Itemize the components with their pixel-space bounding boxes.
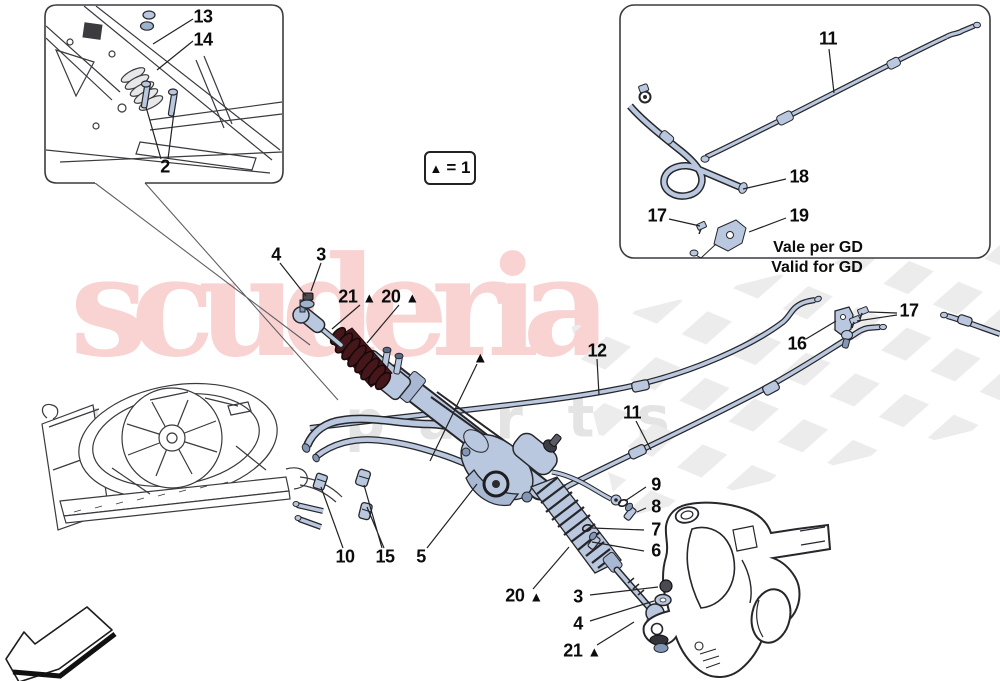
triangle-icon: ▲ xyxy=(587,643,601,660)
checkered-flag-watermark xyxy=(571,218,1000,519)
hydraulic-pipes xyxy=(309,295,1000,503)
callout-3-bottom: 3 xyxy=(573,586,583,607)
callout-21-bottom: 21▲ xyxy=(563,640,601,661)
callout-20-top: 20▲ xyxy=(381,286,419,307)
callout-11-inset: 11 xyxy=(818,28,838,49)
callout-14: 14 xyxy=(193,29,213,50)
note-vale-per-gd: Vale per GD xyxy=(773,239,863,256)
leader-lines xyxy=(145,18,898,646)
callout-19: 19 xyxy=(789,205,809,226)
legend-text: = 1 xyxy=(446,158,471,177)
triangle-icon: ▲ xyxy=(362,289,376,306)
callout-7: 7 xyxy=(651,519,661,540)
triangle-legend: ▲ = 1 xyxy=(424,151,476,185)
callout-10: 10 xyxy=(335,546,355,567)
triangle-marker: ▲ xyxy=(472,349,488,367)
direction-arrow xyxy=(5,606,117,681)
inset-funnel-lines xyxy=(94,182,339,401)
callout-17-main: 17 xyxy=(899,300,919,321)
inset-hydraulic-lines xyxy=(619,4,991,259)
callout-3-top: 3 xyxy=(316,244,326,265)
callout-18: 18 xyxy=(789,166,809,187)
radiator-fan-assembly xyxy=(41,382,343,531)
callout-4-bottom: 4 xyxy=(573,613,583,634)
callout-15: 15 xyxy=(375,546,395,567)
inset-chassis-detail xyxy=(44,4,284,184)
callout-8: 8 xyxy=(651,496,661,517)
callout-13: 13 xyxy=(193,6,213,27)
callout-17-inset: 17 xyxy=(647,205,667,226)
note-valid-for-gd: Valid for GD xyxy=(771,259,863,276)
triangle-icon: ▲ xyxy=(429,160,443,176)
triangle-icon: ▲ xyxy=(405,289,419,306)
callout-5: 5 xyxy=(416,546,426,567)
callout-4-top: 4 xyxy=(271,244,281,265)
callout-9: 9 xyxy=(651,474,661,495)
callout-6: 6 xyxy=(651,540,661,561)
callout-21-top: 21▲ xyxy=(338,286,376,307)
callout-2: 2 xyxy=(160,156,170,177)
callout-11-main: 11 xyxy=(622,402,642,423)
callout-16: 16 xyxy=(787,333,807,354)
small-fasteners xyxy=(551,469,673,653)
triangle-icon: ▲ xyxy=(529,588,543,605)
callout-12: 12 xyxy=(587,340,607,361)
callout-20-bottom: 20▲ xyxy=(505,585,543,606)
wheel-knuckle xyxy=(642,501,832,678)
